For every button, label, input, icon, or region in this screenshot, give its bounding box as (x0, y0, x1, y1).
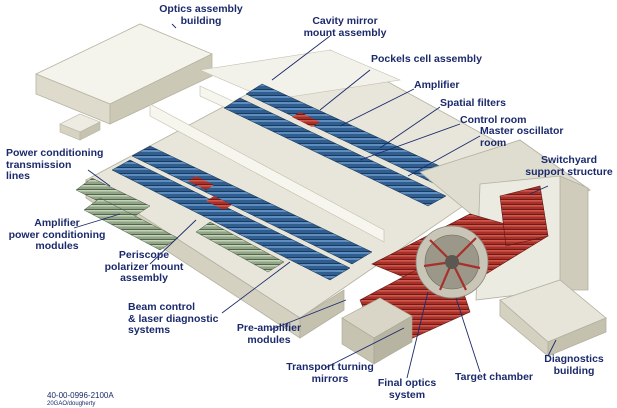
leader-transport-mirrors (324, 327, 405, 369)
label-periscope-polarizer-mount-assembly: Periscope polarizer mount assembly (104, 249, 184, 284)
leader-target-chamber (455, 297, 481, 373)
leader-beam-control (221, 261, 291, 314)
label-target-chamber: Target chamber (455, 371, 533, 383)
leader-amplifier-power (73, 213, 121, 229)
drawing-footer: 40-00-0996-2100A 20GAO/dougherty (47, 392, 114, 408)
optics-assembly-building-model (35, 23, 213, 141)
front-structures-model (341, 297, 413, 365)
drawing-credit: 20GAO/dougherty (47, 401, 96, 407)
label-final-optics-system: Final optics system (377, 377, 437, 401)
leader-lines (73, 23, 557, 379)
drawing-number: 40-00-0996-2100A (47, 391, 114, 400)
label-pockels-cell-assembly: Pockels cell assembly (371, 53, 482, 65)
leader-pockels-cell (319, 69, 371, 111)
leader-diagnostics (547, 339, 557, 357)
label-power-conditioning-transmission-lines: Power conditioning transmission lines (6, 147, 104, 182)
leader-amplifier (339, 88, 415, 127)
leader-periscope (149, 219, 197, 265)
label-amplifier-power-conditioning-modules: Amplifier power conditioning modules (8, 217, 106, 252)
label-diagnostics-building: Diagnostics building (544, 353, 604, 377)
leader-cavity-mirror (271, 35, 331, 81)
label-pre-amplifier-modules: Pre-amplifier modules (236, 322, 302, 346)
leader-switchyard (529, 185, 549, 195)
diagnostics-building-model (499, 279, 607, 357)
label-switchyard-support-structure: Switchyard support structure (525, 154, 613, 178)
leader-pre-amplifier (269, 299, 347, 331)
label-master-oscillator-room: Master oscillator room (480, 125, 564, 149)
label-amplifier: Amplifier (414, 79, 460, 91)
label-transport-turning-mirrors: Transport turning mirrors (286, 361, 374, 385)
label-beam-control-laser-diagnostic-systems: Beam control & laser diagnostic systems (128, 301, 219, 336)
label-optics-assembly-building: Optics assembly building (159, 3, 243, 27)
leader-final-optics (406, 291, 429, 379)
leader-optics-assembly (171, 23, 177, 29)
leader-spatial-filters (379, 106, 441, 149)
target-area-model (359, 139, 591, 353)
label-control-room: Control room (460, 114, 527, 126)
label-cavity-mirror-mount-assembly: Cavity mirror mount assembly (303, 15, 387, 39)
leader-power-transmission (87, 169, 111, 187)
label-spatial-filters: Spatial filters (440, 97, 506, 109)
leader-control-room (359, 123, 461, 161)
laser-building-model (75, 49, 531, 339)
leader-master-oscillator (407, 135, 481, 177)
